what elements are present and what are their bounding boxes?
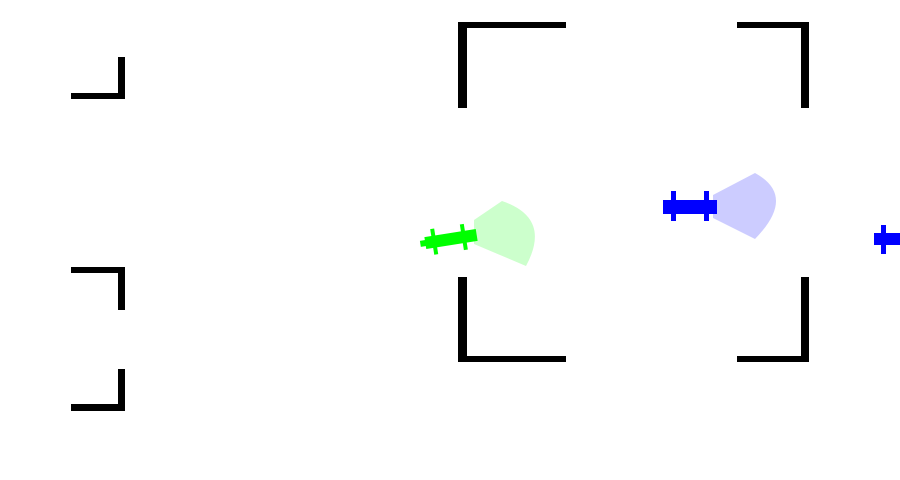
- blue-agent-view-cone: [713, 173, 776, 239]
- green-agent-view-cone: [474, 201, 535, 266]
- wall-corner-room-top-right: [737, 22, 809, 108]
- wall-corner-room-bottom-left: [458, 277, 566, 362]
- green-agent: [419, 223, 478, 255]
- wall-corner-room-top-left: [458, 22, 566, 108]
- blue-agent-offscreen: [874, 225, 900, 254]
- wall-corner-left-top: [71, 57, 125, 99]
- blue-agent: [663, 191, 717, 221]
- wall-corner-left-bottom: [71, 369, 125, 411]
- wall-corner-left-middle: [71, 267, 125, 310]
- wall-corner-room-bottom-right: [737, 277, 809, 362]
